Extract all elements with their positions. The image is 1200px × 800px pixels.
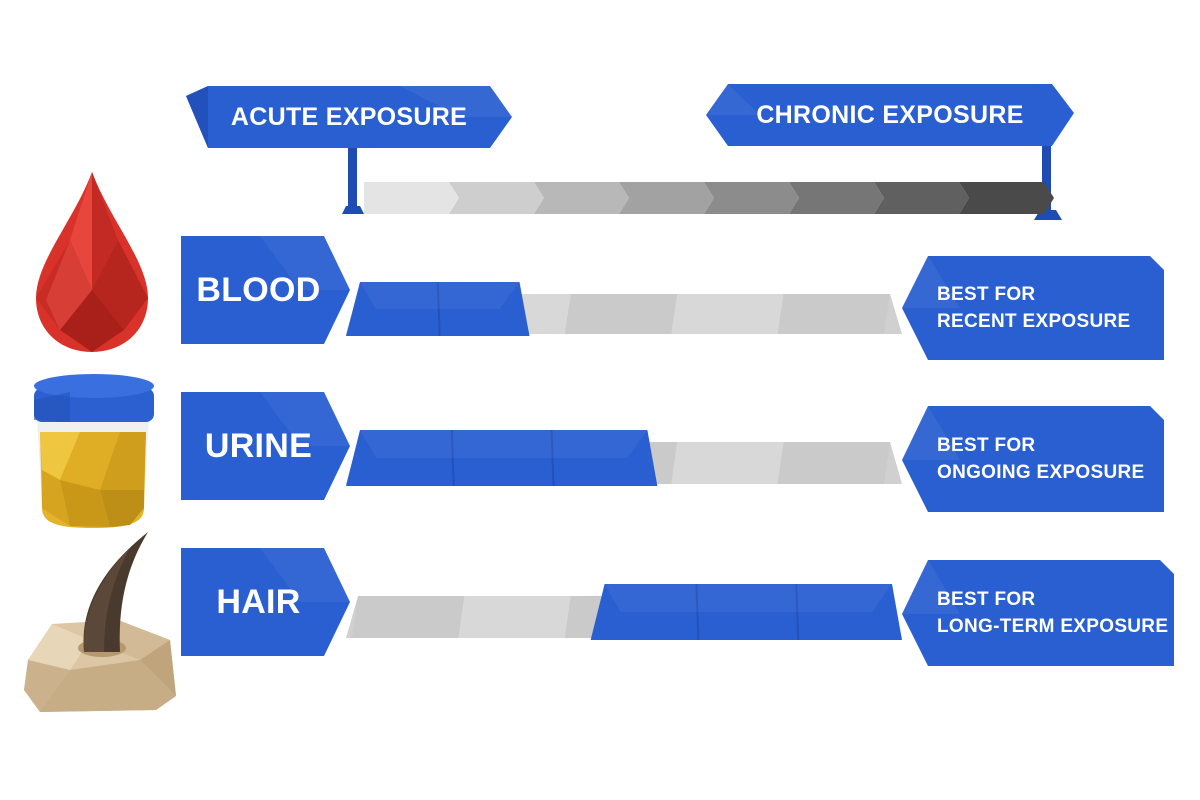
detection-window-bars xyxy=(346,281,902,641)
acute-pole-base xyxy=(342,206,364,214)
urine-best-for: BEST FOR ONGOING EXPOSURE xyxy=(937,406,1157,512)
row-track-shade xyxy=(777,442,890,484)
chronic-exposure-label: CHRONIC EXPOSURE xyxy=(756,100,1024,129)
detection-window-urine xyxy=(346,430,658,486)
urine-label-sign xyxy=(181,392,350,500)
timeline-segment xyxy=(959,182,1054,214)
row-track-shade xyxy=(458,596,571,638)
row-label-urine: URINE xyxy=(204,426,313,465)
row-track-shade xyxy=(564,294,678,334)
hair-label-sign xyxy=(181,548,350,656)
urine-cup-icon xyxy=(34,374,154,528)
row-track-shade xyxy=(352,596,465,638)
row-track-shade xyxy=(777,294,890,334)
chronic-exposure-sign xyxy=(706,84,1074,146)
hair-follicle-icon xyxy=(24,532,176,712)
blood-best-line2: RECENT EXPOSURE xyxy=(937,311,1131,332)
window-facet xyxy=(795,583,800,641)
row-track-shade xyxy=(671,294,784,334)
blood-drop-icon xyxy=(36,172,148,352)
window-highlight xyxy=(360,430,648,458)
blood-best-for: BEST FOR RECENT EXPOSURE xyxy=(937,256,1157,360)
window-facet xyxy=(695,583,700,641)
window-highlight xyxy=(604,584,892,612)
window-facet xyxy=(436,281,441,337)
urine-best-sign xyxy=(902,406,1164,512)
window-facet xyxy=(450,429,455,487)
window-facet xyxy=(550,429,555,487)
hair-best-for: BEST FOR LONG-TERM EXPOSURE xyxy=(937,560,1169,666)
row-track-shade xyxy=(671,442,784,484)
row-label-hair: HAIR xyxy=(216,582,301,621)
acute-sign-pole xyxy=(348,148,357,214)
timeline-segment xyxy=(364,182,459,214)
blood-best-line1: BEST FOR xyxy=(937,284,1036,305)
urine-best-line2: ONGOING EXPOSURE xyxy=(937,462,1145,483)
timeline-segment xyxy=(874,182,969,214)
hair-best-sign xyxy=(902,560,1174,666)
blood-label-sign xyxy=(181,236,350,344)
exposure-timeline xyxy=(364,182,1054,214)
timeline-segment xyxy=(704,182,799,214)
timeline-segment xyxy=(534,182,629,214)
timeline-segment xyxy=(619,182,714,214)
timeline-segment xyxy=(789,182,884,214)
hair-best-line1: BEST FOR xyxy=(937,589,1036,610)
detection-window-hair xyxy=(590,584,902,640)
acute-exposure-sign xyxy=(186,86,512,148)
urine-best-line1: BEST FOR xyxy=(937,435,1036,456)
window-highlight xyxy=(360,282,520,309)
row-label-blood: BLOOD xyxy=(196,270,321,309)
timeline-poles xyxy=(342,146,1062,220)
timeline-segment xyxy=(449,182,544,214)
blood-best-sign xyxy=(902,256,1164,360)
chronic-sign-pole xyxy=(1042,146,1051,214)
acute-exposure-label: ACUTE EXPOSURE xyxy=(230,102,468,131)
hair-best-line2: LONG-TERM EXPOSURE xyxy=(937,616,1169,637)
